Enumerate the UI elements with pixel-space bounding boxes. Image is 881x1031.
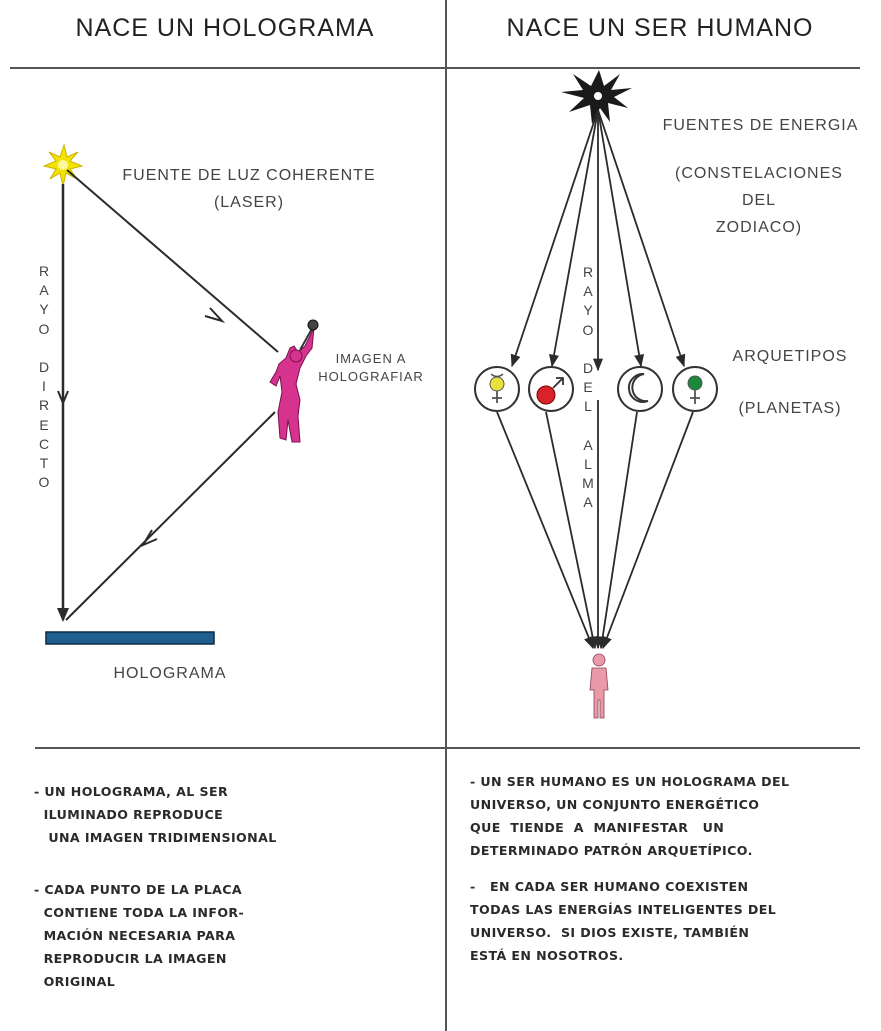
- light-source-label: FUENTE DE LUZ COHERENTE (LASER): [122, 167, 376, 211]
- left-note-2: - CADA PUNTO DE LA PLACA CONTIENE TODA L…: [34, 882, 245, 989]
- left-note-1: - UN HOLOGRAMA, AL SER ILUMINADO REPRODU…: [34, 784, 277, 845]
- left-title: NACE UN HOLOGRAMA: [75, 14, 375, 42]
- reflected-ray-arrow: [140, 529, 158, 548]
- right-note-1: - UN SER HUMANO ES UN HOLOGRAMA DEL UNIV…: [470, 774, 790, 858]
- hologram-label: HOLOGRAMA: [113, 665, 227, 682]
- hologram-plate: [45, 631, 215, 645]
- constellations-label: (CONSTELACIONES DEL ZODIACO): [675, 165, 843, 236]
- planets-label: (PLANETAS): [738, 400, 842, 417]
- planet-moon: [617, 366, 663, 412]
- planet-mars: [528, 366, 574, 412]
- object-ray-arrow: [204, 307, 226, 323]
- planet-venus: [672, 366, 718, 412]
- planet-mercury: [474, 366, 520, 412]
- object-ray: [66, 169, 279, 353]
- energy-label: FUENTES DE ENERGIA: [662, 117, 859, 134]
- image-label: IMAGEN A HOLOGRAFIAR: [318, 351, 424, 384]
- figure-to-holograph: [269, 327, 315, 443]
- bat-icon: [299, 319, 319, 351]
- laser-sun-icon: [42, 143, 84, 187]
- energy-star-icon: [561, 70, 632, 124]
- human-figure: [589, 653, 609, 719]
- right-title: NACE UN SER HUMANO: [506, 14, 814, 42]
- reflected-ray: [65, 411, 276, 621]
- direct-ray-arrow: [57, 390, 69, 406]
- archetypes-label: ARQUETIPOS: [732, 348, 848, 365]
- right-note-2: - EN CADA SER HUMANO COEXISTEN TODAS LAS…: [470, 879, 777, 963]
